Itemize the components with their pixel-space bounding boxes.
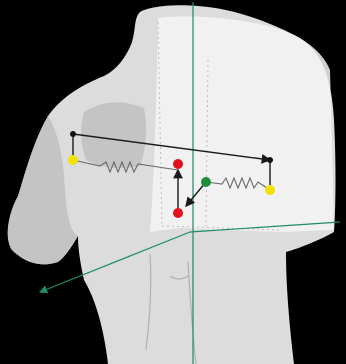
center-marker (201, 177, 211, 187)
lower-spine-marker (173, 208, 183, 218)
chest-shadow (81, 102, 146, 168)
right-anchor-point (267, 157, 273, 163)
left-anchor-point (70, 131, 76, 137)
right-shoulder-marker (265, 185, 275, 195)
left-shoulder-marker (68, 155, 78, 165)
upper-spine-marker (173, 159, 183, 169)
